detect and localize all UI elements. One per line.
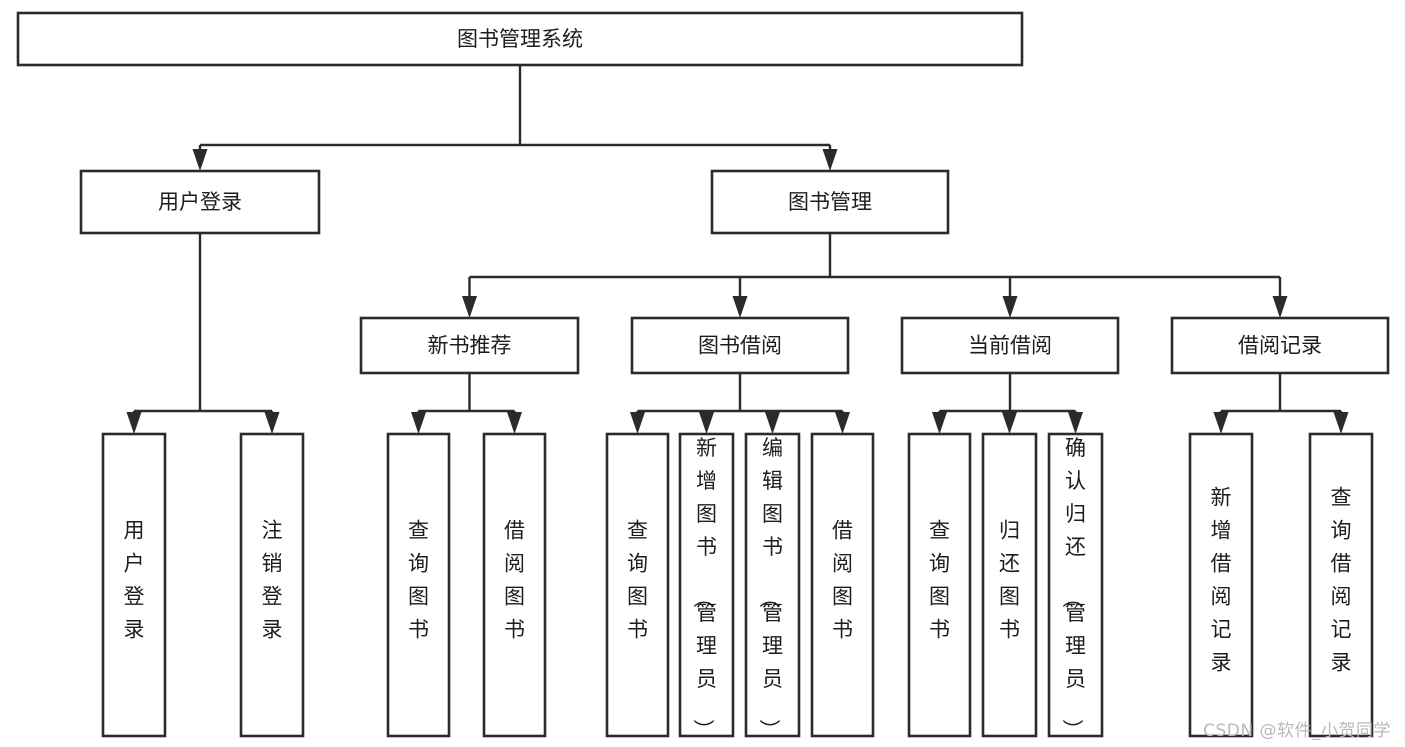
node-leaf-edit-book[interactable]: 编辑图书（管理员） xyxy=(744,432,801,740)
edge-group-current_borrow xyxy=(932,373,1083,434)
node-label-leaf-add-record: 新增借阅记录 xyxy=(1211,486,1232,675)
node-label-leaf-query-record: 查询借阅记录 xyxy=(1331,486,1352,675)
node-label-leaf-borrow-book-2: 借阅图书 xyxy=(832,519,853,642)
node-box-leaf-add-record xyxy=(1188,432,1254,738)
node-label-leaf-confirm-return: 确认归还（管理员） xyxy=(1060,436,1086,740)
node-box-leaf-query-record xyxy=(1308,432,1374,738)
node-user-login[interactable]: 用户登录 xyxy=(79,169,321,235)
node-box-leaf-edit-book xyxy=(744,432,801,738)
node-label-root: 图书管理系统 xyxy=(457,27,583,51)
nodes-layer: 图书管理系统用户登录图书管理新书推荐图书借阅当前借阅借阅记录用户登录注销登录查询… xyxy=(16,11,1390,740)
node-label-leaf-borrow-book-1: 借阅图书 xyxy=(504,519,525,642)
node-leaf-query-book-3[interactable]: 查询图书 xyxy=(907,432,972,738)
edge-group-borrow_record xyxy=(1213,373,1349,434)
node-label-borrow-record: 借阅记录 xyxy=(1238,334,1322,358)
node-box-leaf-return-book xyxy=(981,432,1038,738)
node-box-leaf-borrow-book-1 xyxy=(482,432,547,738)
node-label-leaf-add-book: 新增图书（管理员） xyxy=(691,436,717,740)
node-leaf-confirm-return[interactable]: 确认归还（管理员） xyxy=(1047,432,1104,740)
node-box-user-login xyxy=(79,169,321,235)
node-label-user-login: 用户登录 xyxy=(158,190,242,214)
edge-group-root xyxy=(192,65,838,171)
node-label-leaf-return-book: 归还图书 xyxy=(999,519,1020,642)
node-new-book-rec[interactable]: 新书推荐 xyxy=(359,316,580,375)
node-root[interactable]: 图书管理系统 xyxy=(16,11,1024,67)
node-box-current-borrow xyxy=(900,316,1120,375)
node-leaf-return-book[interactable]: 归还图书 xyxy=(981,432,1038,738)
node-leaf-query-book-1[interactable]: 查询图书 xyxy=(386,432,451,738)
node-current-borrow[interactable]: 当前借阅 xyxy=(900,316,1120,375)
node-borrow-record[interactable]: 借阅记录 xyxy=(1170,316,1390,375)
node-box-leaf-query-book-3 xyxy=(907,432,972,738)
edge-group-user_login xyxy=(126,233,280,434)
node-box-book-manage xyxy=(710,169,950,235)
node-leaf-query-record[interactable]: 查询借阅记录 xyxy=(1308,432,1374,738)
node-label-new-book-rec: 新书推荐 xyxy=(428,334,512,358)
node-book-manage[interactable]: 图书管理 xyxy=(710,169,950,235)
node-label-leaf-logout: 注销登录 xyxy=(262,519,283,642)
node-label-leaf-query-book-3: 查询图书 xyxy=(929,519,950,642)
node-leaf-logout[interactable]: 注销登录 xyxy=(239,432,305,738)
node-box-borrow-record xyxy=(1170,316,1390,375)
node-box-new-book-rec xyxy=(359,316,580,375)
node-leaf-user-login[interactable]: 用户登录 xyxy=(101,432,167,738)
node-box-book-borrow xyxy=(630,316,850,375)
node-box-leaf-add-book xyxy=(678,432,735,738)
node-book-borrow[interactable]: 图书借阅 xyxy=(630,316,850,375)
node-leaf-borrow-book-1[interactable]: 借阅图书 xyxy=(482,432,547,738)
node-label-leaf-query-book-2: 查询图书 xyxy=(627,519,648,642)
node-box-root xyxy=(16,11,1024,67)
node-label-book-borrow: 图书借阅 xyxy=(698,334,782,358)
edge-group-book_manage xyxy=(462,233,1288,318)
node-leaf-add-record[interactable]: 新增借阅记录 xyxy=(1188,432,1254,738)
node-label-leaf-query-book-1: 查询图书 xyxy=(408,519,429,642)
node-box-leaf-user-login xyxy=(101,432,167,738)
edge-group-book_borrow xyxy=(630,373,850,434)
node-label-current-borrow: 当前借阅 xyxy=(968,334,1052,358)
node-leaf-query-book-2[interactable]: 查询图书 xyxy=(605,432,670,738)
node-box-leaf-query-book-1 xyxy=(386,432,451,738)
edge-group-new_book_rec xyxy=(411,373,522,434)
node-label-leaf-edit-book: 编辑图书（管理员） xyxy=(757,436,783,740)
node-leaf-add-book[interactable]: 新增图书（管理员） xyxy=(678,432,735,740)
node-box-leaf-confirm-return xyxy=(1047,432,1104,738)
edges-layer xyxy=(126,65,1349,434)
node-box-leaf-logout xyxy=(239,432,305,738)
node-leaf-borrow-book-2[interactable]: 借阅图书 xyxy=(810,432,875,738)
node-label-book-manage: 图书管理 xyxy=(788,190,872,214)
node-label-leaf-user-login: 用户登录 xyxy=(124,519,145,642)
node-box-leaf-borrow-book-2 xyxy=(810,432,875,738)
node-box-leaf-query-book-2 xyxy=(605,432,670,738)
